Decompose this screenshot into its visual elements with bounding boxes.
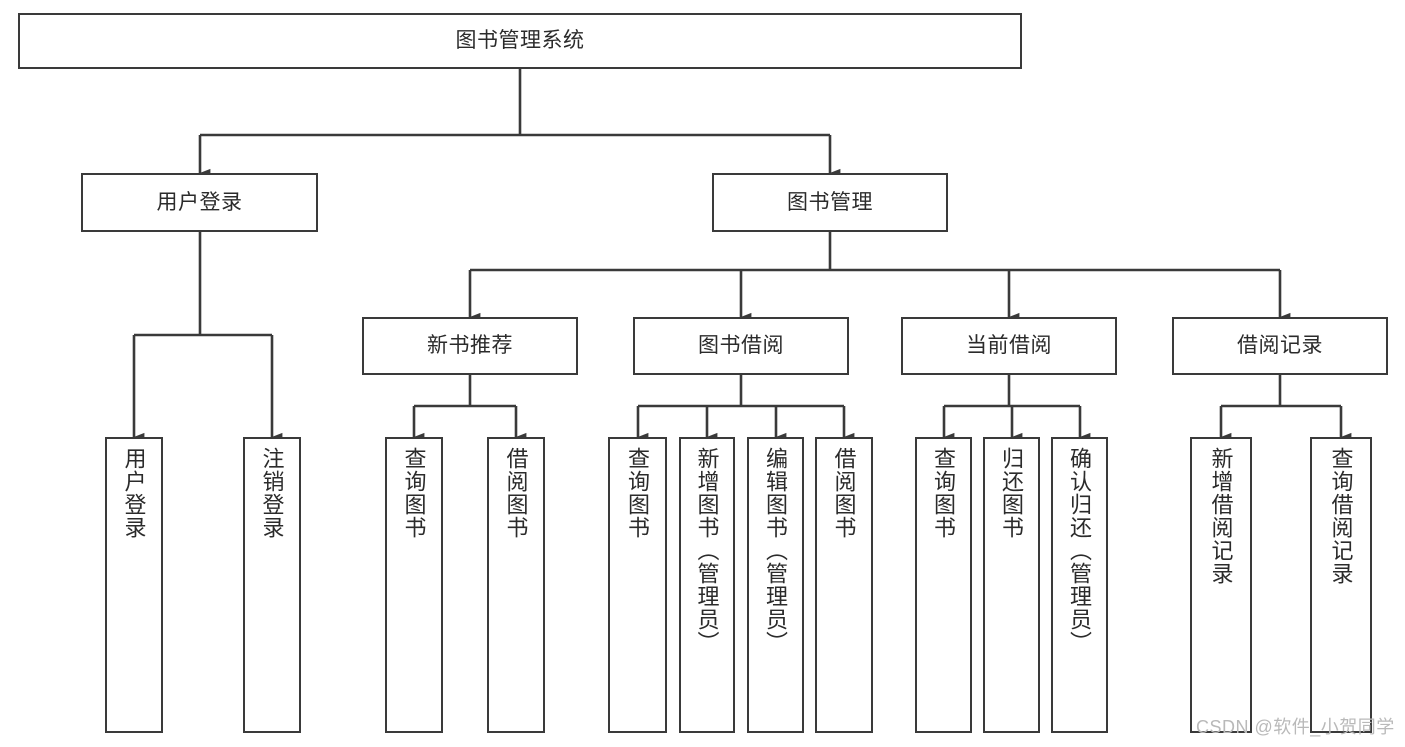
node-bookmgmt: 图书管理 <box>712 173 948 232</box>
node-l9: 查询图书 <box>915 437 972 733</box>
node-records: 借阅记录 <box>1172 317 1388 375</box>
node-label: 借阅图书 <box>831 447 857 539</box>
node-borrow: 图书借阅 <box>633 317 849 375</box>
node-label: 用户登录 <box>156 190 243 214</box>
node-label: 当前借阅 <box>966 334 1052 358</box>
node-label: 用户登录 <box>121 447 147 539</box>
edge-group <box>132 69 1352 442</box>
node-login: 用户登录 <box>81 173 318 232</box>
node-l13: 查询借阅记录 <box>1310 437 1372 733</box>
node-l8: 借阅图书 <box>815 437 873 733</box>
node-l12: 新增借阅记录 <box>1190 437 1252 733</box>
node-l2: 注销登录 <box>243 437 301 733</box>
node-l5: 查询图书 <box>608 437 667 733</box>
node-l11: 确认归还（管理员） <box>1051 437 1108 733</box>
node-label: 查询图书 <box>625 447 651 539</box>
node-l10: 归还图书 <box>983 437 1040 733</box>
node-label: 新书推荐 <box>427 334 513 358</box>
node-current: 当前借阅 <box>901 317 1117 375</box>
node-label: 查询图书 <box>401 447 427 539</box>
node-label: 图书管理 <box>787 190 873 214</box>
node-l7: 编辑图书（管理员） <box>747 437 804 733</box>
node-root: 图书管理系统 <box>18 13 1022 69</box>
node-newbook: 新书推荐 <box>362 317 578 375</box>
node-label: 查询借阅记录 <box>1328 447 1354 585</box>
node-label: 确认归还（管理员） <box>1067 447 1093 654</box>
node-l4: 借阅图书 <box>487 437 545 733</box>
node-l1: 用户登录 <box>105 437 163 733</box>
node-label: 注销登录 <box>259 447 285 539</box>
node-label: 归还图书 <box>999 447 1025 539</box>
node-label: 查询图书 <box>931 447 957 539</box>
node-label: 新增借阅记录 <box>1208 447 1234 585</box>
node-label: 图书管理系统 <box>455 29 585 53</box>
node-l6: 新增图书（管理员） <box>679 437 735 733</box>
node-l3: 查询图书 <box>385 437 443 733</box>
node-label: 图书借阅 <box>698 334 784 358</box>
node-label: 借阅图书 <box>503 447 529 539</box>
node-label: 新增图书（管理员） <box>694 447 720 654</box>
node-label: 编辑图书（管理员） <box>763 447 789 654</box>
node-label: 借阅记录 <box>1237 334 1323 358</box>
